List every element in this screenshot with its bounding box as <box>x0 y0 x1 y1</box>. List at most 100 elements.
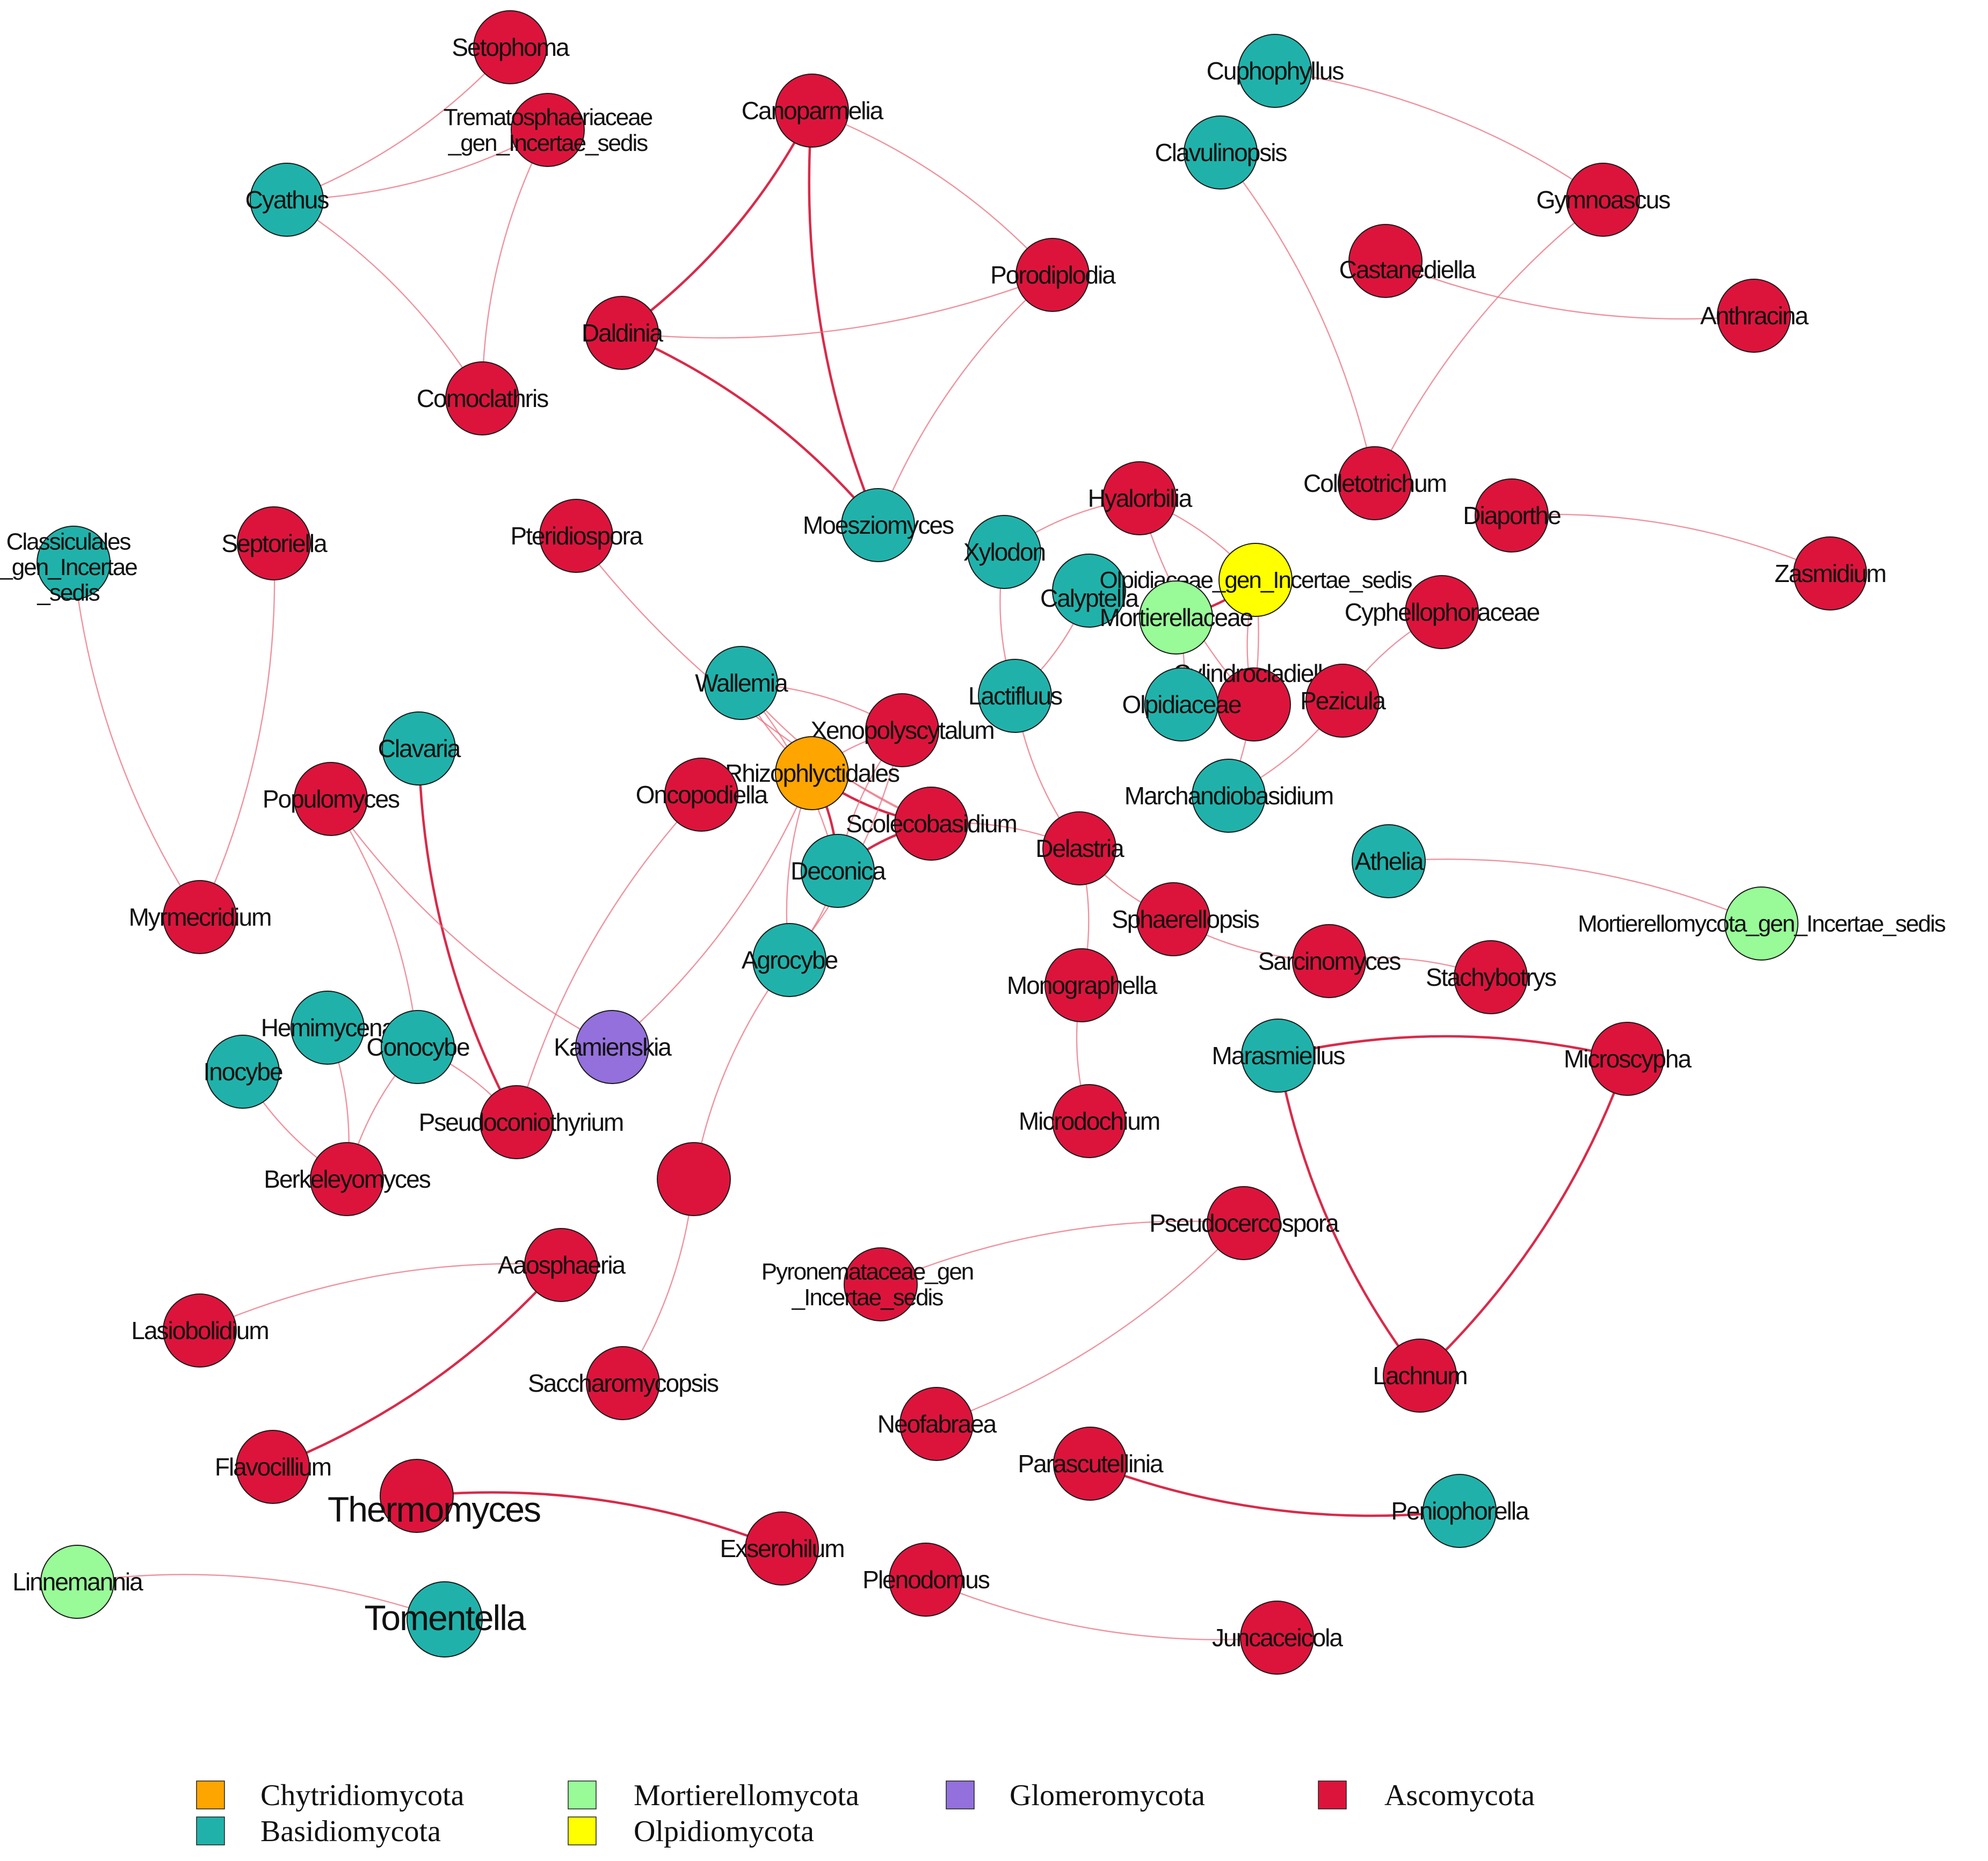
node-label-line: Berkeleyomyces <box>264 1165 430 1193</box>
node-label: Linnemannia <box>12 1568 143 1596</box>
network-node: Comoclathris <box>417 361 549 435</box>
node-circle <box>1184 115 1258 190</box>
network-node: Monographella <box>1007 948 1159 1022</box>
node-circle <box>841 488 915 562</box>
node-circle <box>704 646 778 720</box>
node-circle <box>1015 238 1090 312</box>
node-label: Sphaerellopsis <box>1112 905 1259 933</box>
network-node <box>657 1142 731 1216</box>
network-edge <box>330 798 613 1048</box>
legend-item: Ascomycota <box>1318 1779 1535 1812</box>
node-circle <box>539 499 613 573</box>
network-node: Canoparmelia <box>742 74 885 148</box>
node-circle <box>291 991 365 1065</box>
node-circle <box>664 758 738 832</box>
node-label-line: Populomyces <box>263 785 400 813</box>
node-circle <box>1192 759 1266 833</box>
legend-label: Ascomycota <box>1384 1779 1535 1812</box>
node-label: Parascutellinia <box>1018 1450 1164 1478</box>
network-node: Scolecobasidium <box>846 787 1018 861</box>
network-edge <box>1388 858 1762 925</box>
node-label-line: Lasiobolidium <box>131 1317 268 1344</box>
network-edge <box>286 129 548 201</box>
node-label: Hyalorbilia <box>1088 484 1193 512</box>
legend-label: Olpidiomycota <box>634 1815 814 1848</box>
network-edge <box>199 543 275 918</box>
node-circle <box>1590 1022 1664 1096</box>
node-label-line: Aaosphaeria <box>498 1251 626 1279</box>
node-circle <box>752 923 826 997</box>
node-label: Tomentella <box>364 1598 526 1638</box>
node-circle <box>524 1228 598 1302</box>
network-edge <box>72 562 201 918</box>
network-node: Setophoma <box>452 10 571 84</box>
node-label: Oncopodiella <box>636 781 768 809</box>
network-node: Septoriella <box>221 506 329 580</box>
network-node: Castanediella <box>1339 224 1477 298</box>
node-label-line: Daldinia <box>582 319 664 347</box>
network-node: Sarcinomyces <box>1258 924 1402 998</box>
node-circle <box>1423 1474 1497 1548</box>
node-circle <box>899 1387 974 1461</box>
node-label-line: Lachnum <box>1373 1362 1467 1390</box>
node-circle <box>310 1142 384 1216</box>
legend-item: Mortierellomycota <box>568 1779 859 1812</box>
node-label-line: Xenopolyscytalum <box>810 716 993 744</box>
node-label-line: Neofabraea <box>877 1410 997 1438</box>
network-node: Oncopodiella <box>636 758 770 832</box>
node-circle <box>1042 811 1116 885</box>
network-node: Flavocillium <box>215 1430 332 1504</box>
node-label-line: Canoparmelia <box>742 97 884 125</box>
node-label-line: Thermomyces <box>328 1489 540 1529</box>
network-node: Populomyces <box>263 762 401 836</box>
network-node: Tomentella <box>364 1581 527 1658</box>
node-label-line: Sphaerellopsis <box>1112 905 1259 933</box>
legend-swatch <box>568 1780 597 1809</box>
node-circle <box>1475 478 1549 553</box>
network-edge <box>1274 70 1604 200</box>
network-edge <box>621 274 1053 339</box>
network-edge <box>1374 199 1604 484</box>
node-label-line: Saccharomycopsis <box>528 1369 719 1397</box>
node-circle <box>250 163 324 237</box>
node-label: Microscypha <box>1564 1045 1692 1073</box>
node-label-line: Scolecobasidium <box>846 810 1017 838</box>
node-label-line: Athelia <box>1355 847 1424 875</box>
node-circle <box>37 526 111 600</box>
node-label-line: Marchandiobasidium <box>1124 782 1333 810</box>
node-circle <box>1052 1084 1126 1158</box>
node-label-line: Hyalorbilia <box>1088 484 1193 512</box>
node-label: Marasmiellus <box>1212 1042 1345 1070</box>
node-label: Olpidiaceae_gen_Incertae_sedis <box>1100 567 1412 593</box>
node-label-line: _Incertae_sedis <box>792 1284 944 1310</box>
node-circle <box>1238 34 1312 108</box>
legend-swatch <box>196 1816 225 1845</box>
network-node: Olpidiaceae <box>1122 667 1242 742</box>
node-label: Xenopolyscytalum <box>810 716 993 744</box>
node-label: Exserohilum <box>720 1535 844 1562</box>
node-label: Classiculales_gen_Incertae_sedis <box>0 528 137 606</box>
network-node: Daldinia <box>582 296 665 370</box>
node-label: Cyphellophoraceae <box>1345 598 1540 626</box>
node-circle <box>511 93 585 167</box>
node-label: Peniophorella <box>1391 1497 1529 1525</box>
network-edge <box>621 331 879 526</box>
node-circle <box>382 711 456 786</box>
node-label-line: Porodiplodia <box>990 261 1116 289</box>
node-label-line: Trematosphaeriaceae <box>444 104 652 130</box>
node-label-line: Deconica <box>790 857 886 885</box>
network-node: Gymnoascus <box>1536 163 1671 237</box>
node-label: Mortierellaceae <box>1100 604 1253 631</box>
node-label: Castanediella <box>1339 256 1476 283</box>
node-label-line: Inocybe <box>203 1058 282 1086</box>
node-label: Inocybe <box>203 1058 282 1086</box>
node-label: Lactifluus <box>968 682 1062 710</box>
node-circle <box>407 1581 483 1658</box>
node-circle <box>1139 580 1213 655</box>
node-circle <box>445 361 519 435</box>
network-edge <box>877 274 1053 526</box>
network-node: Parascutellinia <box>1018 1427 1165 1501</box>
node-label: Trematosphaeriaceae_gen_Incertae_sedis <box>444 104 652 156</box>
node-label-line: Pyronemataceae_gen <box>761 1259 974 1285</box>
